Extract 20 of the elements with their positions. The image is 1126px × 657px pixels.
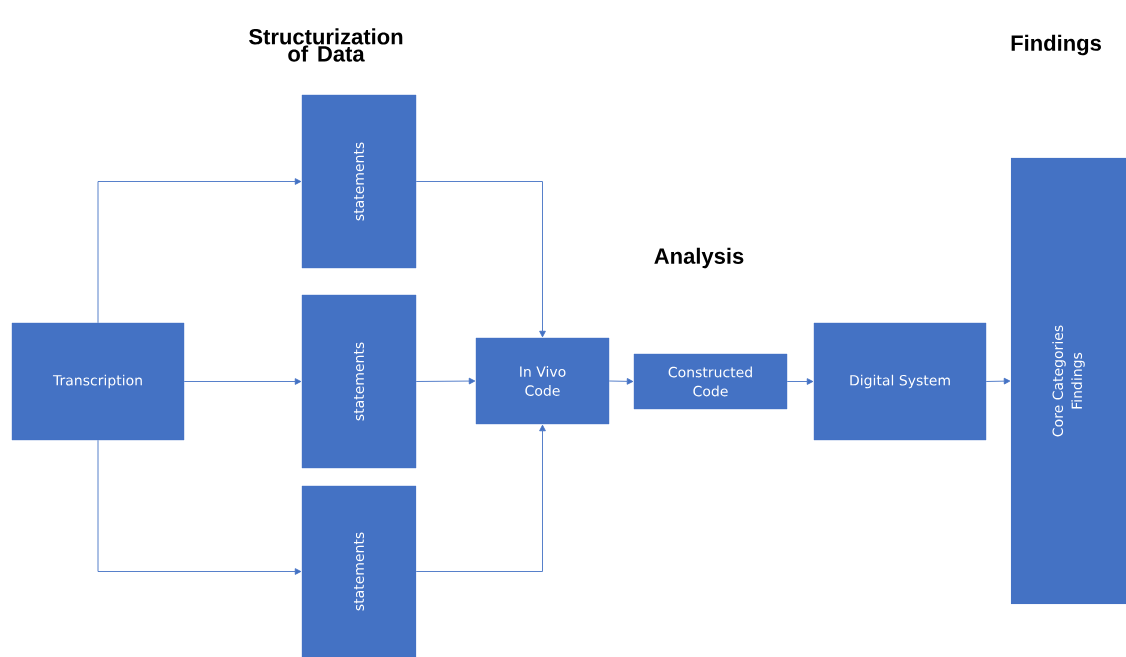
heading: Findings xyxy=(1011,34,1101,56)
arrow xyxy=(608,378,634,385)
heading: Structurization of Data xyxy=(249,28,403,62)
heading: Analysis xyxy=(654,247,744,269)
process-box: statements xyxy=(301,294,417,469)
arrow xyxy=(415,424,546,572)
arrow xyxy=(97,439,302,575)
process-box: statements xyxy=(301,94,417,269)
arrow xyxy=(415,377,476,385)
process-box: In Vivo Code xyxy=(475,337,610,425)
arrow xyxy=(97,178,302,324)
arrow xyxy=(415,181,546,338)
process-box: Transcription xyxy=(11,322,185,441)
process-box: statements xyxy=(301,485,417,657)
process-box: Core Categories Findings xyxy=(1010,157,1126,605)
process-box: Constructed Code xyxy=(633,353,788,410)
process-box: Digital System xyxy=(813,322,987,441)
arrow xyxy=(183,378,302,385)
arrow xyxy=(786,378,814,385)
arrow xyxy=(985,377,1011,385)
